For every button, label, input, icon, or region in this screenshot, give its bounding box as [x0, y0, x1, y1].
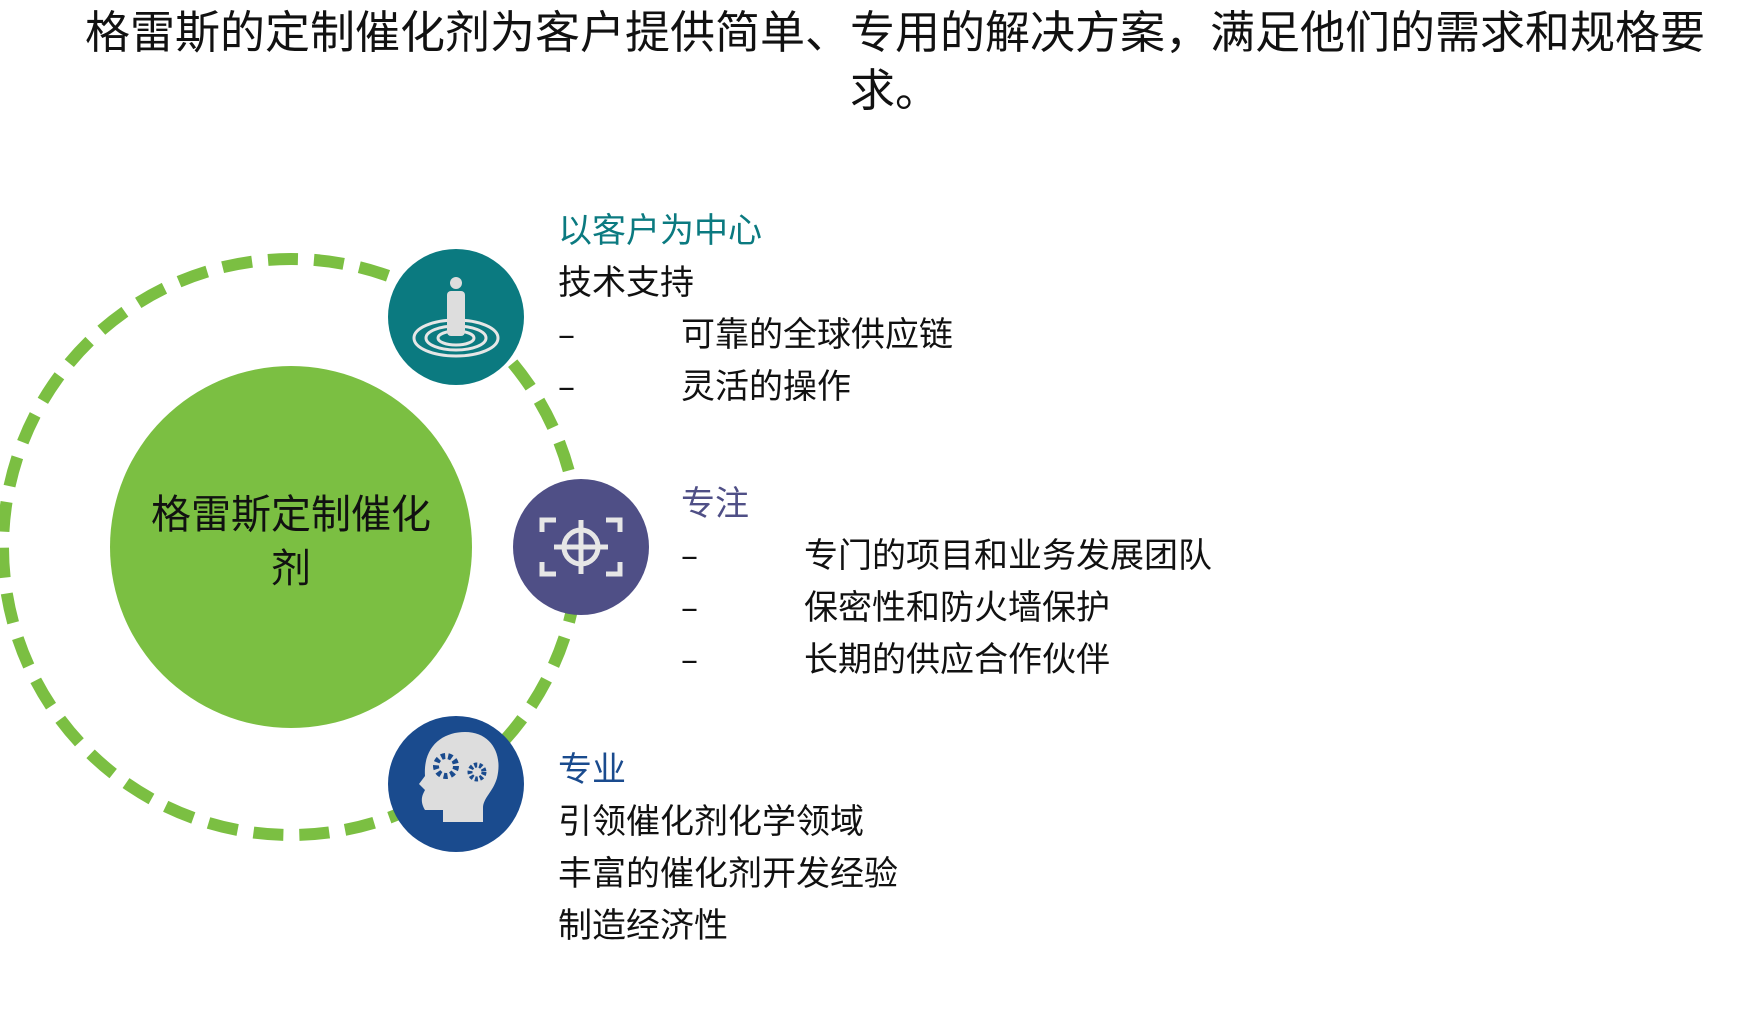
page-title: 格雷斯的定制催化剂为客户提供简单、专用的解决方案，满足他们的需求和规格要求。 [84, 6, 1705, 117]
crosshair-icon [513, 479, 649, 615]
bullet-item: – 专门的项目和业务发展团队 [681, 530, 1212, 582]
bullet-item: – 长期的供应合作伙伴 [681, 634, 1212, 686]
section-heading: 以客户为中心 [558, 211, 762, 251]
section-expertise: 专业 引领催化剂化学领域 丰富的催化剂开发经验 制造经济性 [558, 744, 898, 952]
section-focus: 专注 – 专门的项目和业务发展团队 – 保密性和防火墙保护 – 长期的供应合作伙伴 [681, 478, 1212, 686]
center-circle [110, 366, 472, 728]
bullet-text: 灵活的操作 [681, 367, 851, 407]
bullet-item: – 保密性和防火墙保护 [681, 582, 1212, 634]
section-line: 技术支持 [558, 263, 694, 303]
dash: – [558, 367, 575, 407]
dash: – [681, 640, 698, 680]
section-heading: 专业 [558, 750, 626, 790]
section-line: 丰富的催化剂开发经验 [558, 854, 898, 894]
bullet-item: – 可靠的全球供应链 [558, 309, 953, 361]
bullet-item: – 灵活的操作 [558, 361, 953, 413]
bullet-text: 保密性和防火墙保护 [804, 588, 1110, 628]
dash: – [681, 588, 698, 628]
section-heading: 专注 [681, 484, 749, 524]
person-target-icon [388, 249, 524, 385]
dash: – [558, 315, 575, 355]
dash: – [681, 536, 698, 576]
section-line: 引领催化剂化学领域 [558, 802, 864, 842]
head-gears-icon [388, 716, 524, 852]
bullet-text: 长期的供应合作伙伴 [804, 640, 1110, 680]
bullet-text: 可靠的全球供应链 [681, 315, 953, 355]
center-label: 格雷斯定制催化剂 [151, 492, 431, 592]
section-line: 制造经济性 [558, 906, 728, 946]
bullet-text: 专门的项目和业务发展团队 [804, 536, 1212, 576]
section-customer-centric: 以客户为中心 技术支持 – 可靠的全球供应链 – 灵活的操作 [558, 205, 953, 413]
